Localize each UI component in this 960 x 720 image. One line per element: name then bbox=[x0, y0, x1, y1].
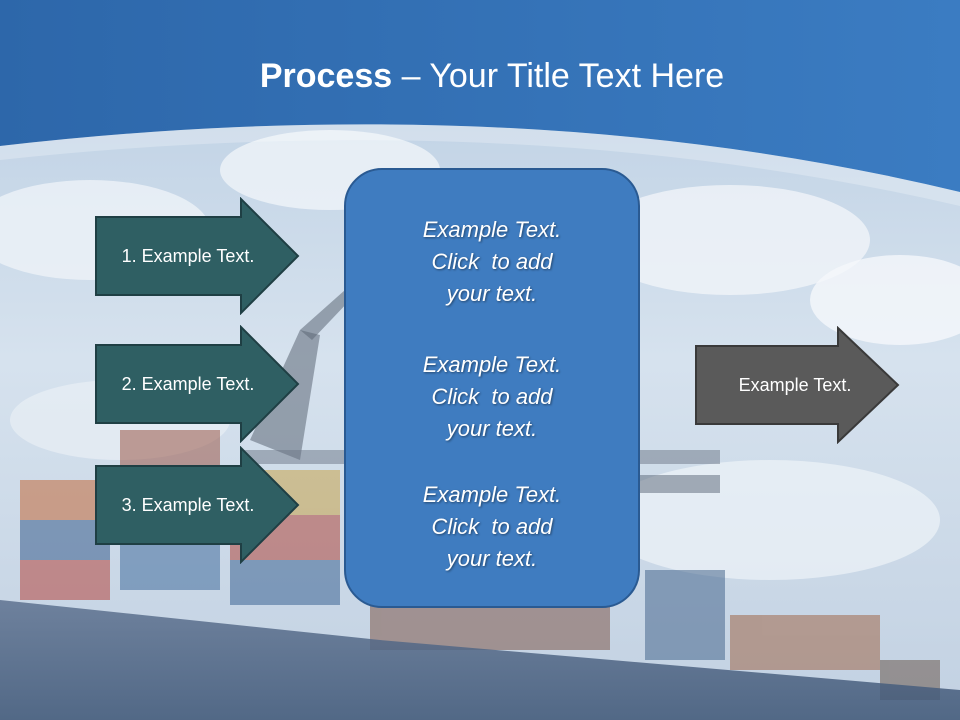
arrow-shape bbox=[95, 325, 300, 443]
arrow-shape bbox=[695, 326, 900, 444]
block-line: your text. bbox=[446, 281, 538, 306]
arrow-shape bbox=[95, 446, 300, 564]
process-arrow-1[interactable]: 1. Example Text. bbox=[95, 197, 300, 315]
block-line: Example Text. bbox=[422, 217, 562, 242]
block-line: Example Text. bbox=[422, 482, 562, 507]
block-line: Click to add bbox=[431, 384, 553, 409]
block-line: your text. bbox=[446, 416, 538, 441]
arrow-label: Example Text. bbox=[738, 374, 852, 395]
block-line: Click to add bbox=[431, 514, 553, 539]
center-text-box[interactable]: Example Text. Click to add your text. Ex… bbox=[344, 168, 640, 608]
block-line: Example Text. bbox=[422, 352, 562, 377]
arrow-label: 1. Example Text. bbox=[121, 245, 255, 266]
title-rest: – Your Title Text Here bbox=[392, 57, 725, 95]
process-arrow-2[interactable]: 2. Example Text. bbox=[95, 325, 300, 443]
block-line: your text. bbox=[446, 546, 538, 571]
text-block-3[interactable]: Example Text. Click to add your text. bbox=[346, 479, 638, 575]
arrow-shape bbox=[95, 197, 300, 315]
text-block-2[interactable]: Example Text. Click to add your text. bbox=[346, 349, 638, 445]
process-arrow-3[interactable]: 3. Example Text. bbox=[95, 446, 300, 564]
title-bold: Process bbox=[259, 57, 393, 95]
arrow-label: 2. Example Text. bbox=[121, 373, 255, 394]
text-block-1[interactable]: Example Text. Click to add your text. bbox=[346, 214, 638, 310]
result-arrow[interactable]: Example Text. bbox=[695, 326, 900, 444]
slide-title: Process – Your Title Text Here bbox=[0, 54, 960, 98]
block-line: Click to add bbox=[431, 249, 553, 274]
arrow-label: 3. Example Text. bbox=[121, 494, 255, 515]
